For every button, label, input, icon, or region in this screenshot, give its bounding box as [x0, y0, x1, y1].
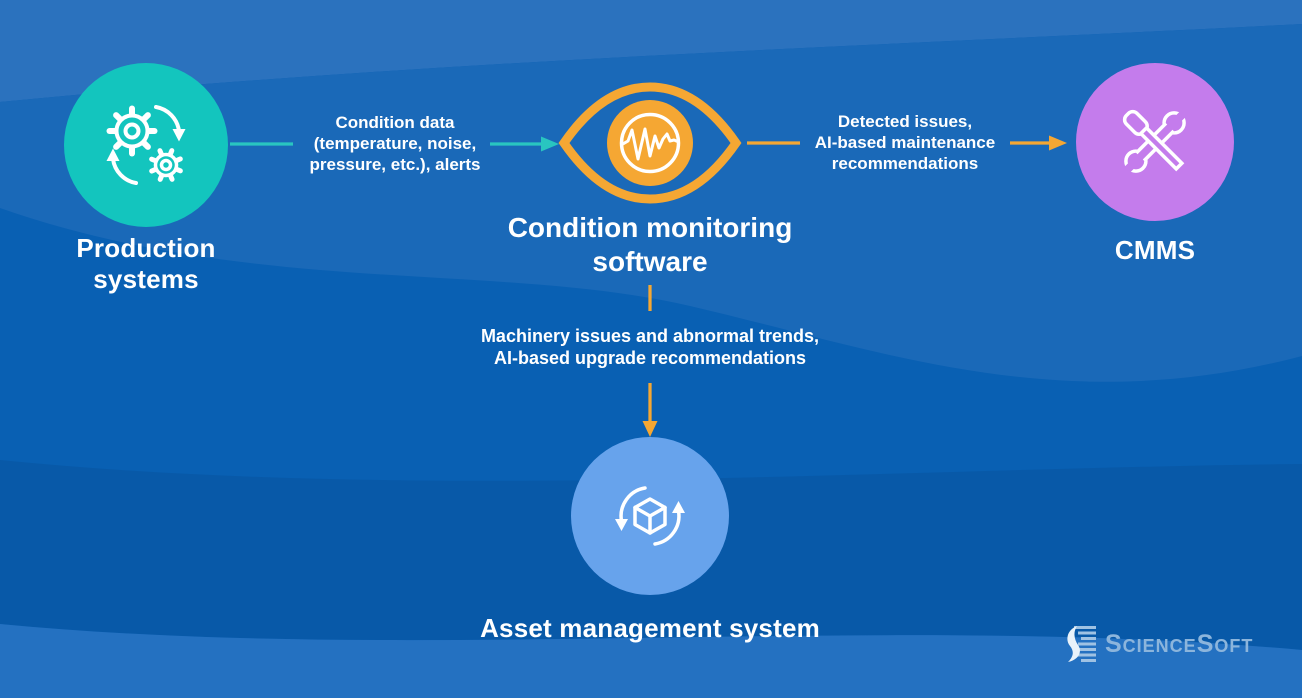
wrench-screwdriver-icon: [1122, 109, 1188, 175]
edge-label-machinery-issues: Machinery issues and abnormal trends, AI…: [480, 326, 820, 368]
gears-sync-icon: [106, 105, 186, 185]
asset-management-node: [571, 437, 729, 595]
eye-waveform-icon: [558, 82, 742, 204]
sciencesoft-logo: ScienceSoft: [1064, 624, 1253, 664]
cube-sync-icon: [615, 486, 685, 546]
asset-management-label: Asset management system: [480, 613, 820, 643]
condition-monitoring-title: Condition monitoring software: [507, 212, 793, 277]
cmms-node: [1076, 63, 1234, 221]
cmms-label: CMMS: [1114, 235, 1196, 265]
edge-label-condition-data: Condition data (temperature, noise, pres…: [309, 113, 481, 174]
edge-label-detected-issues: Detected issues, AI-based maintenance re…: [814, 112, 996, 173]
sciencesoft-logo-icon: [1067, 626, 1096, 662]
production-systems-label: Production systems: [76, 233, 216, 294]
sciencesoft-logo-text: ScienceSoft: [1105, 629, 1254, 658]
production-systems-node: [64, 63, 228, 227]
